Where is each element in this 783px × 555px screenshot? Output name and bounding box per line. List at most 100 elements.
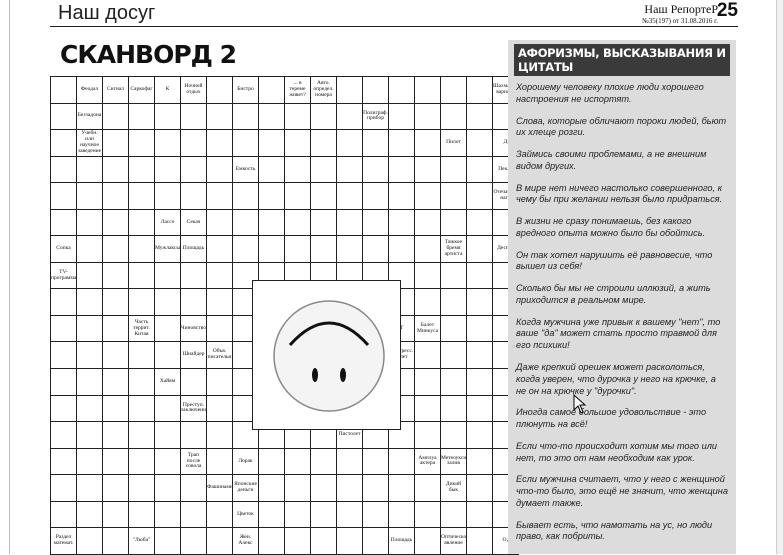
answer-cell[interactable] (232, 235, 259, 263)
answer-cell[interactable] (154, 421, 181, 449)
answer-cell[interactable] (258, 129, 285, 157)
answer-cell[interactable] (206, 155, 233, 184)
answer-cell[interactable] (414, 182, 441, 210)
answer-cell[interactable] (388, 155, 415, 184)
answer-cell[interactable] (50, 368, 77, 396)
answer-cell[interactable] (154, 394, 181, 423)
answer-cell[interactable] (206, 421, 233, 449)
answer-cell[interactable] (50, 421, 77, 449)
answer-cell[interactable] (206, 261, 233, 290)
answer-cell[interactable] (336, 129, 363, 157)
answer-cell[interactable] (102, 447, 129, 476)
answer-cell[interactable] (336, 208, 363, 237)
answer-cell[interactable] (180, 500, 207, 529)
answer-cell[interactable] (466, 474, 493, 502)
answer-cell[interactable] (128, 235, 155, 263)
answer-cell[interactable] (76, 341, 103, 370)
answer-cell[interactable] (154, 527, 181, 555)
answer-cell[interactable] (466, 394, 493, 423)
answer-cell[interactable] (414, 76, 441, 104)
answer-cell[interactable] (284, 235, 311, 263)
answer-cell[interactable] (102, 102, 129, 131)
answer-cell[interactable] (414, 341, 441, 370)
answer-cell[interactable] (284, 155, 311, 184)
answer-cell[interactable] (466, 208, 493, 237)
answer-cell[interactable] (128, 447, 155, 476)
answer-cell[interactable] (414, 421, 441, 449)
answer-cell[interactable] (206, 368, 233, 396)
answer-cell[interactable] (50, 208, 77, 237)
answer-cell[interactable] (414, 368, 441, 396)
answer-cell[interactable] (206, 182, 233, 210)
answer-cell[interactable] (466, 288, 493, 316)
answer-cell[interactable] (466, 314, 493, 343)
answer-cell[interactable] (284, 527, 311, 555)
answer-cell[interactable] (466, 129, 493, 157)
answer-cell[interactable] (180, 129, 207, 157)
answer-cell[interactable] (362, 474, 389, 502)
answer-cell[interactable] (336, 76, 363, 104)
answer-cell[interactable] (362, 155, 389, 184)
answer-cell[interactable] (128, 208, 155, 237)
answer-cell[interactable] (102, 208, 129, 237)
answer-cell[interactable] (258, 474, 285, 502)
answer-cell[interactable] (336, 447, 363, 476)
answer-cell[interactable] (284, 182, 311, 210)
answer-cell[interactable] (466, 76, 493, 104)
answer-cell[interactable] (466, 447, 493, 476)
answer-cell[interactable] (336, 527, 363, 555)
answer-cell[interactable] (206, 447, 233, 476)
answer-cell[interactable] (258, 208, 285, 237)
answer-cell[interactable] (336, 235, 363, 263)
answer-cell[interactable] (76, 235, 103, 263)
answer-cell[interactable] (466, 235, 493, 263)
answer-cell[interactable] (50, 447, 77, 476)
answer-cell[interactable] (180, 288, 207, 316)
answer-cell[interactable] (76, 421, 103, 449)
answer-cell[interactable] (258, 182, 285, 210)
answer-cell[interactable] (388, 447, 415, 476)
answer-cell[interactable] (128, 182, 155, 210)
answer-cell[interactable] (154, 447, 181, 476)
answer-cell[interactable] (258, 447, 285, 476)
answer-cell[interactable] (440, 421, 467, 449)
answer-cell[interactable] (128, 500, 155, 529)
answer-cell[interactable] (336, 102, 363, 131)
answer-cell[interactable] (440, 102, 467, 131)
answer-cell[interactable] (128, 341, 155, 370)
answer-cell[interactable] (414, 474, 441, 502)
answer-cell[interactable] (310, 155, 337, 184)
answer-cell[interactable] (50, 288, 77, 316)
answer-cell[interactable] (76, 155, 103, 184)
answer-cell[interactable] (284, 129, 311, 157)
answer-cell[interactable] (128, 394, 155, 423)
answer-cell[interactable] (440, 288, 467, 316)
answer-cell[interactable] (76, 182, 103, 210)
answer-cell[interactable] (284, 102, 311, 131)
answer-cell[interactable] (310, 447, 337, 476)
answer-cell[interactable] (414, 155, 441, 184)
answer-cell[interactable] (180, 368, 207, 396)
answer-cell[interactable] (50, 102, 77, 131)
answer-cell[interactable] (466, 368, 493, 396)
answer-cell[interactable] (440, 208, 467, 237)
answer-cell[interactable] (206, 102, 233, 131)
answer-cell[interactable] (310, 527, 337, 555)
answer-cell[interactable] (362, 208, 389, 237)
answer-cell[interactable] (154, 102, 181, 131)
answer-cell[interactable] (76, 314, 103, 343)
answer-cell[interactable] (388, 474, 415, 502)
answer-cell[interactable] (258, 102, 285, 131)
answer-cell[interactable] (258, 527, 285, 555)
answer-cell[interactable] (336, 155, 363, 184)
answer-cell[interactable] (440, 76, 467, 104)
answer-cell[interactable] (414, 527, 441, 555)
answer-cell[interactable] (206, 288, 233, 316)
answer-cell[interactable] (154, 500, 181, 529)
answer-cell[interactable] (258, 235, 285, 263)
scrollbar[interactable] (776, 0, 783, 554)
answer-cell[interactable] (102, 474, 129, 502)
answer-cell[interactable] (362, 76, 389, 104)
answer-cell[interactable] (466, 421, 493, 449)
answer-cell[interactable] (310, 474, 337, 502)
